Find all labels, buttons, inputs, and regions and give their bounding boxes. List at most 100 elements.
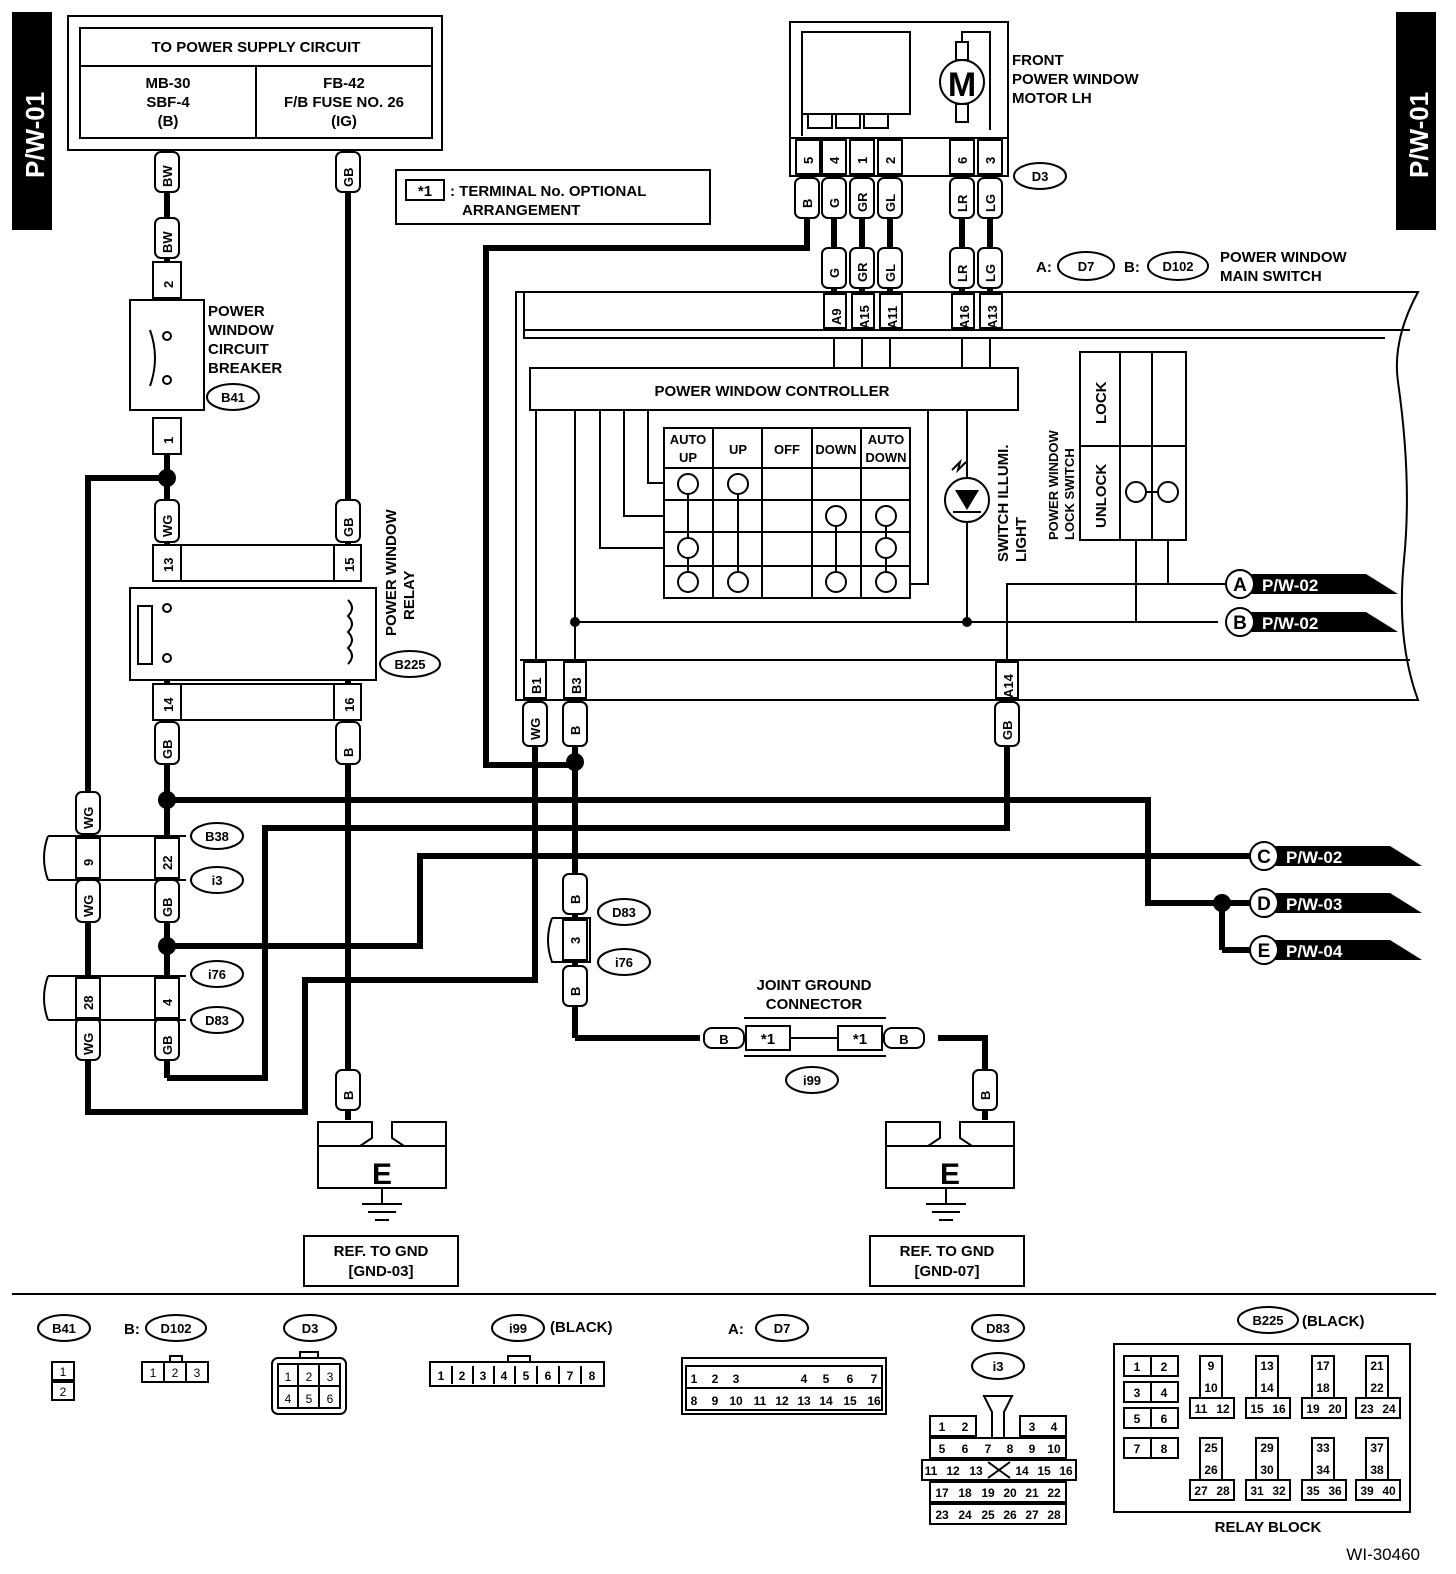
switch-pin-a16: A16	[957, 305, 972, 329]
breaker-connector: B41	[221, 390, 245, 405]
wire-tags: BW BW GB WG GB GB B WG WG GB WG GB B B W…	[75, 151, 1020, 1111]
legend-d3: D3 1 2 3 4 5 6	[271, 1314, 347, 1415]
lock-switch-label-2: LOCK SWITCH	[1062, 448, 1077, 540]
left-conn1-pin-9: 9	[81, 859, 96, 866]
mid-conn-pin: 3	[568, 937, 583, 944]
svg-text:22: 22	[1370, 1381, 1384, 1395]
controller-title: POWER WINDOW CONTROLLER	[655, 383, 890, 400]
svg-text:20: 20	[1328, 1402, 1342, 1416]
page-tag-left	[12, 12, 52, 230]
supply-right-2: F/B FUSE NO. 26	[284, 94, 404, 111]
switch-pin-b3: B3	[569, 677, 584, 694]
svg-text:17: 17	[1316, 1359, 1330, 1373]
matrix-col-auto-down-1: AUTO	[868, 432, 905, 447]
ground-2-ref-1: REF. TO GND	[900, 1243, 995, 1260]
page-tag-right-text: P/W-01	[1404, 92, 1434, 178]
matrix-col-auto-up-1: AUTO	[670, 432, 707, 447]
svg-text:14: 14	[1015, 1464, 1029, 1478]
svg-text:29: 29	[1260, 1441, 1274, 1455]
svg-text:3: 3	[327, 1370, 334, 1384]
joint-wire-right: B	[899, 1032, 908, 1047]
svg-text:5: 5	[523, 1369, 530, 1383]
svg-text:16: 16	[867, 1394, 881, 1408]
svg-text:16: 16	[1059, 1464, 1073, 1478]
svg-text:9: 9	[1029, 1442, 1036, 1456]
legend-d102: B: D102 1 2 3	[124, 1314, 209, 1383]
svg-text:10: 10	[729, 1394, 743, 1408]
supply-left-2: SBF-4	[146, 94, 190, 111]
motor-pin-4: 4	[827, 156, 842, 164]
svg-text:2: 2	[459, 1369, 466, 1383]
breaker-label-4: BREAKER	[208, 360, 282, 377]
motor-pin-5: 5	[801, 157, 816, 164]
arrow-c[interactable]: C P/W-02	[1249, 841, 1422, 871]
legend-b41-name: B41	[52, 1321, 76, 1336]
svg-text:39: 39	[1360, 1484, 1374, 1498]
wire-tag-gb-relay: GB	[341, 518, 356, 538]
svg-text:4: 4	[1051, 1420, 1058, 1434]
wire-tag-wg-left3: WG	[81, 1033, 96, 1055]
switch-matrix: AUTO UP UP OFF DOWN AUTO DOWN	[663, 427, 911, 599]
breaker-pin-bottom: 1	[161, 437, 176, 444]
svg-text:6: 6	[962, 1442, 969, 1456]
svg-text:21: 21	[1025, 1486, 1039, 1500]
ground-2: E REF. TO GND [GND-07]	[869, 1121, 1025, 1287]
motor-wire-lg: LG	[983, 194, 998, 212]
svg-text:11: 11	[925, 1464, 938, 1478]
arrow-a[interactable]: A P/W-02	[1225, 569, 1398, 599]
svg-text:23: 23	[935, 1508, 949, 1522]
motor-symbol: M	[948, 66, 976, 104]
relay-pin-16: 16	[342, 698, 357, 712]
legend-i99-color: (BLACK)	[550, 1319, 612, 1336]
unlock-label: UNLOCK	[1093, 464, 1110, 528]
svg-text:28: 28	[1047, 1508, 1061, 1522]
svg-text:37: 37	[1370, 1441, 1384, 1455]
motor-pin-3: 3	[983, 157, 998, 164]
switch-conn-b: D102	[1162, 259, 1193, 274]
wire-tag-wg-relay: WG	[160, 515, 175, 537]
wire-tag-b-gnd1: B	[341, 1091, 356, 1100]
arrow-a-page: P/W-02	[1262, 576, 1318, 595]
switch-wire-g: G	[827, 268, 842, 278]
svg-text:2: 2	[712, 1372, 719, 1386]
arrow-b[interactable]: B P/W-02	[1225, 607, 1398, 637]
joint-terminal-left: *1	[761, 1031, 775, 1048]
motor-label-2: POWER WINDOW	[1012, 71, 1139, 88]
note-text-1: : TERMINAL No. OPTIONAL	[450, 183, 646, 200]
wire-tag-b-16: B	[341, 748, 356, 757]
svg-text:11: 11	[754, 1394, 767, 1408]
lock-label: LOCK	[1093, 381, 1110, 424]
svg-text:1: 1	[285, 1370, 292, 1384]
svg-text:25: 25	[1204, 1441, 1218, 1455]
joint-ground-connector: JOINT GROUND CONNECTOR B *1 *1 B i99	[703, 977, 925, 1094]
svg-text:1: 1	[438, 1369, 445, 1383]
svg-text:7: 7	[567, 1369, 574, 1383]
wire-tag-gb-a14: GB	[1000, 721, 1015, 741]
matrix-col-up: UP	[729, 442, 747, 457]
main-switch-labels: A: D7 B: D102 POWER WINDOW MAIN SWITCH	[1036, 249, 1347, 285]
arrow-d-page: P/W-03	[1286, 895, 1342, 914]
legend-d7-prefix: A:	[728, 1321, 744, 1338]
legend-d102-prefix: B:	[124, 1321, 140, 1338]
legend-relay-block: RELAY BLOCK	[1215, 1519, 1322, 1536]
main-switch-body: A9 A15 A11 A16 A13 B1 B3 A14	[515, 291, 1420, 701]
svg-text:6: 6	[327, 1392, 334, 1406]
illum-label-1: SWITCH ILLUMI.	[995, 445, 1012, 562]
svg-text:20: 20	[1003, 1486, 1017, 1500]
legend-d7-name: D7	[774, 1321, 791, 1336]
svg-text:3: 3	[1134, 1386, 1141, 1400]
arrow-e-page: P/W-04	[1286, 942, 1343, 961]
arrow-e[interactable]: E P/W-04	[1249, 935, 1422, 965]
svg-text:32: 32	[1272, 1484, 1286, 1498]
svg-text:26: 26	[1003, 1508, 1017, 1522]
arrow-d[interactable]: D P/W-03	[1249, 888, 1422, 918]
svg-text:6: 6	[545, 1369, 552, 1383]
svg-text:2: 2	[962, 1420, 969, 1434]
relay-pin-15: 15	[342, 558, 357, 572]
matrix-col-auto-up-2: UP	[679, 450, 697, 465]
switch-label-2: MAIN SWITCH	[1220, 268, 1322, 285]
left-conn1-pin-22: 22	[160, 856, 175, 870]
joint-label-1: JOINT GROUND	[756, 977, 871, 994]
